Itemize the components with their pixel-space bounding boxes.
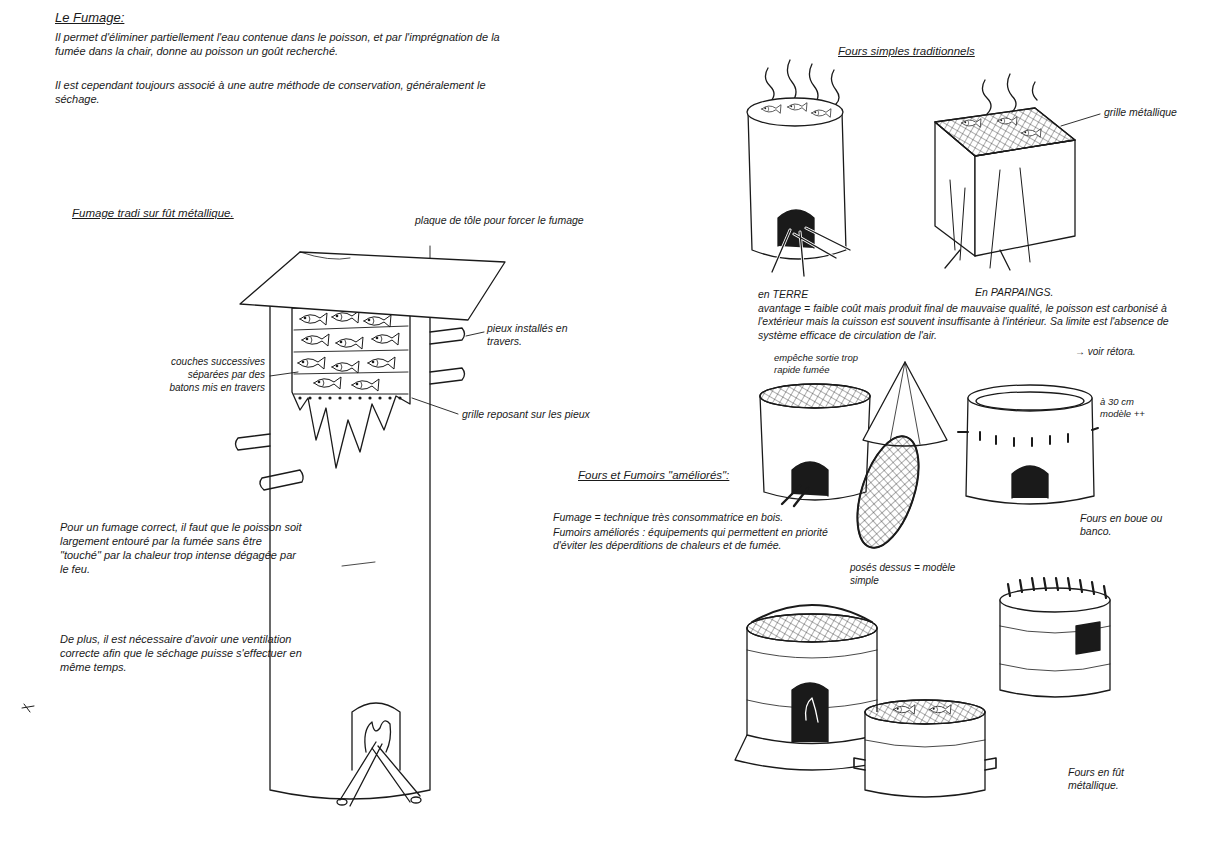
part-label: posés dessus = modèle simple [850,562,960,588]
oven-label: en TERRE [758,288,808,301]
part-label: modèle ++ [1100,408,1145,420]
part-label: plaque de tôle pour forcer le fumage [415,214,615,227]
note-text: Pour un fumage correct, il faut que le p… [60,520,305,576]
oven-label: Fours en fût métallique. [1068,766,1168,793]
note-text: → voir rétora. [1075,346,1136,359]
page-title: Le Fumage: [55,10,124,27]
earth-oven [747,60,850,276]
metal-drum-ovens [735,578,1110,797]
note-text: Fumage = technique très consommatrice en… [553,511,843,524]
part-label: couches successives séparées par des bat… [163,356,265,394]
section-heading: Fumage tradi sur fût métallique. [72,206,234,221]
banco-oven-improved [958,385,1098,504]
part-label: grille métallique [1104,106,1177,119]
note-text: avantage = faible coût mais produit fina… [758,302,1208,342]
part-label: pieux installés en travers. [487,322,597,349]
part-label: empêche sortie trop rapide fumée [774,352,874,376]
section-heading: Fours simples traditionnels [838,44,975,59]
oven-label: En PARPAINGS. [975,286,1053,299]
oven-label: Fours en boue ou banco. [1080,512,1190,539]
part-label: grille reposant sur les pieux [462,408,642,421]
intro-text: Il est cependant toujours associé à une … [55,78,525,106]
leader-lines [270,246,484,414]
intro-text: Il permet d'éliminer partiellement l'eau… [55,30,525,58]
section-heading: Fours et Fumoirs "améliorés": [578,468,738,483]
stray-mark [22,704,34,712]
note-text: De plus, il est nécessaire d'avoir une v… [60,632,310,674]
note-text: Fumoirs améliorés : équipements qui perm… [553,526,833,553]
block-oven [935,74,1100,270]
dimension-label: à 30 cm [1100,396,1134,408]
